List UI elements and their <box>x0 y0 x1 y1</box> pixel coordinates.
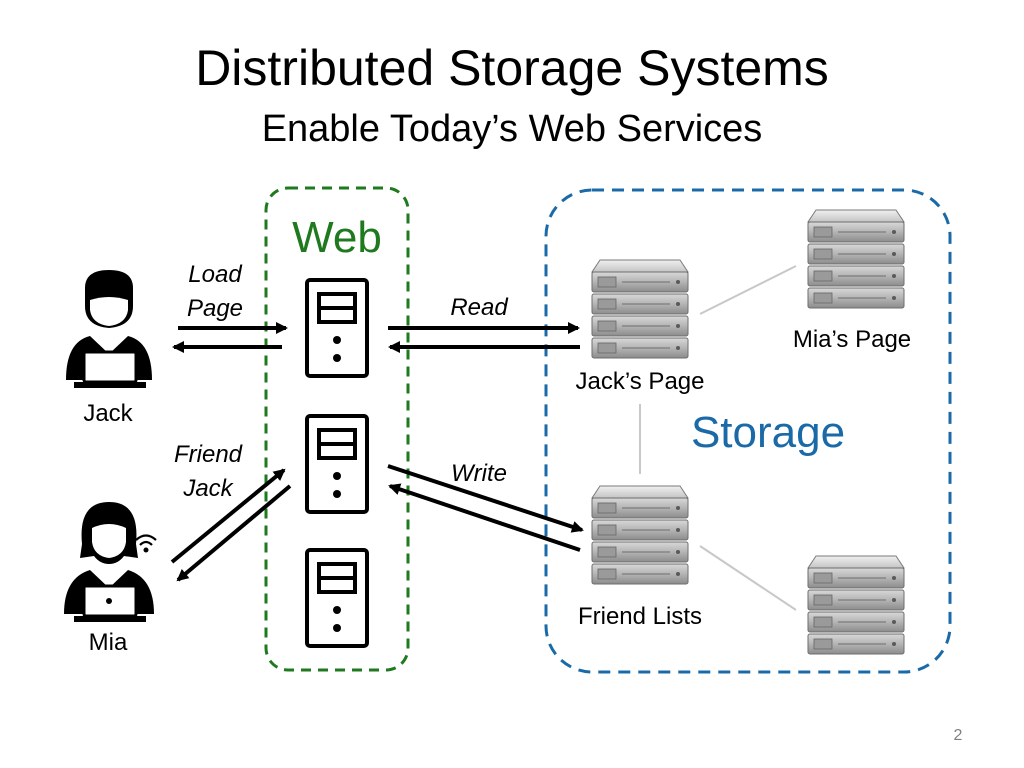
server-rack-icon-replica <box>807 555 905 655</box>
wifi-icon <box>135 534 157 553</box>
arrow-web-to-friend-lists <box>387 464 584 533</box>
load-page-label-line1: Load <box>188 261 242 288</box>
slide-subtitle: Enable Today’s Web Services <box>261 108 763 150</box>
mias-page-label: Mia’s Page <box>793 326 911 353</box>
web-server-icon-3 <box>305 548 369 648</box>
server-rack-icon-mias-page <box>807 209 905 309</box>
friend-lists-label: Friend Lists <box>578 603 702 630</box>
storage-group-label: Storage <box>691 408 845 457</box>
jack-label: Jack <box>83 400 133 427</box>
load-page-label-line2: Page <box>187 295 243 322</box>
server-rack-icon-friend-lists <box>591 485 689 585</box>
web-server-icon-1 <box>305 278 369 378</box>
connector-friendlists-to-replica <box>699 545 797 611</box>
storage-group-boundary <box>544 188 952 674</box>
jack-user-icon <box>66 270 152 388</box>
slide-title: Distributed Storage Systems <box>195 40 829 96</box>
mia-label: Mia <box>89 629 128 656</box>
arrow-friend-lists-to-web <box>388 483 581 552</box>
arrow-web-to-mia <box>176 484 292 582</box>
server-rack-icon-jacks-page <box>591 259 689 359</box>
jacks-page-label: Jack’s Page <box>576 368 705 395</box>
page-number: 2 <box>954 727 963 744</box>
friend-jack-label-line2: Jack <box>182 475 234 502</box>
web-server-icon-2 <box>305 414 369 514</box>
write-label: Write <box>451 460 507 487</box>
connector-jacks-to-mias <box>699 265 797 315</box>
arrow-mia-to-web <box>170 468 286 564</box>
friend-jack-label-line1: Friend <box>174 441 243 468</box>
web-group-label: Web <box>292 213 382 262</box>
web-group-boundary <box>264 186 410 672</box>
mia-user-icon <box>64 502 154 622</box>
read-label: Read <box>450 294 508 321</box>
